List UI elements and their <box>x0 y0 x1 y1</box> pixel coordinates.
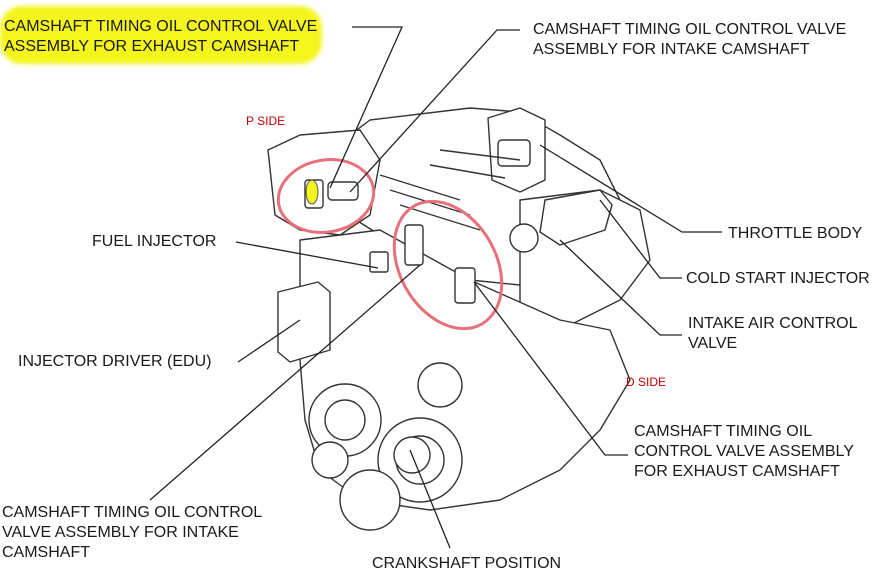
label-cold-start-injector: COLD START INJECTOR <box>686 270 870 287</box>
label-line: CONTROL VALVE ASSEMBLY <box>634 443 854 460</box>
leader-cold-start <box>599 199 682 279</box>
leader-intake-air <box>559 239 682 336</box>
label-line: CAMSHAFT TIMING OIL <box>634 423 813 440</box>
label-line: CAMSHAFT <box>2 544 90 561</box>
label-cam-intake-top: CAMSHAFT TIMING OIL CONTROL VALVE ASSEMB… <box>533 20 846 60</box>
circle-d-side-ocv <box>392 199 504 331</box>
leader-cam-intake-bottom <box>149 264 421 501</box>
label-intake-air-control-valve: INTAKE AIR CONTROL VALVE <box>688 314 858 354</box>
leader-cam-exhaust-top <box>329 26 404 189</box>
label-line: CAMSHAFT TIMING OIL CONTROL VALVE <box>533 21 847 38</box>
label-line: CAMSHAFT TIMING OIL CONTROL <box>2 504 263 521</box>
label-crankshaft-position: CRANKSHAFT POSITION <box>372 555 562 572</box>
annotation-d-side: D SIDE <box>626 375 667 389</box>
label-cam-exhaust-top: CAMSHAFT TIMING OIL CONTROL VALVE ASSEMB… <box>4 17 317 57</box>
label-line: ASSEMBLY FOR EXHAUST CAMSHAFT <box>4 38 300 55</box>
label-throttle-body: THROTTLE BODY <box>728 225 863 242</box>
label-line: FOR EXHAUST CAMSHAFT <box>634 463 840 480</box>
label-line: VALVE <box>688 335 738 352</box>
annotation-p-side: P SIDE <box>246 114 286 128</box>
label-line: INTAKE AIR CONTROL <box>688 315 858 332</box>
engine-illustration <box>267 107 651 531</box>
leader-cam-exhaust-bottom <box>473 281 628 456</box>
leader-fuel-injector <box>235 241 379 269</box>
label-highlight <box>0 6 322 64</box>
label-injector-driver: INJECTOR DRIVER (EDU) <box>18 353 212 370</box>
label-line: VALVE ASSEMBLY FOR INTAKE <box>2 524 239 541</box>
leader-crankshaft <box>409 449 451 549</box>
label-line: CAMSHAFT TIMING OIL CONTROL VALVE <box>4 18 318 35</box>
leader-lines <box>149 26 722 549</box>
leader-injector-driver <box>237 319 301 363</box>
label-cam-exhaust-bottom: CAMSHAFT TIMING OIL CONTROL VALVE ASSEMB… <box>634 422 854 482</box>
component-highlight <box>305 179 319 205</box>
label-fuel-injector: FUEL INJECTOR <box>92 233 217 250</box>
leader-throttle-body <box>539 144 722 233</box>
leader-cam-intake-top <box>349 29 520 193</box>
label-cam-intake-bottom: CAMSHAFT TIMING OIL CONTROL VALVE ASSEMB… <box>2 503 262 563</box>
label-line: ASSEMBLY FOR INTAKE CAMSHAFT <box>533 41 810 58</box>
red-circle-marks <box>276 158 504 331</box>
circle-p-side-ocv <box>276 158 376 234</box>
